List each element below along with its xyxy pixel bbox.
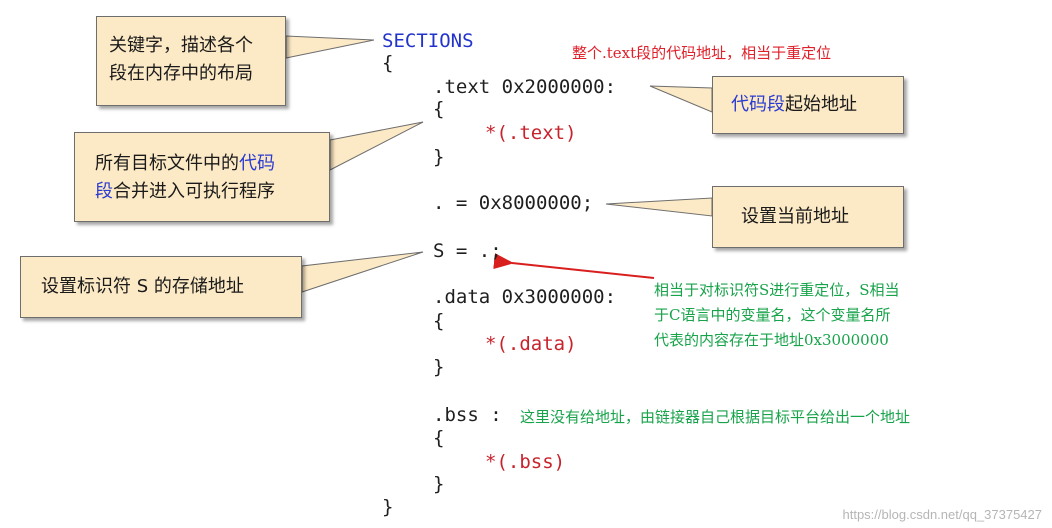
data-section-body: *(.data) [485,333,577,355]
sections-keyword: SECTIONS [382,30,474,52]
merge-callout: 所有目标文件中的代码 段合并进入可执行程序 [74,132,330,222]
set-symbol-pointer [301,251,424,293]
text-open-brace: { [433,98,445,120]
code-start-highlight: 代码段 [731,94,785,115]
code-start-pointer [649,85,713,113]
keyword-callout-line2: 段在内存中的布局 [109,63,253,84]
location-assignment: . = 0x8000000; [433,192,594,214]
bss-note: 这里没有给地址，由链接器自己根据目标平台给出一个地址 [520,408,911,426]
watermark: https://blog.csdn.net/qq_37375427 [842,507,1043,522]
keyword-callout-line1: 关键字，描述各个 [109,35,253,56]
set-current-text: 设置当前地址 [741,206,849,227]
close-brace: } [382,496,394,518]
code-start-text: 起始地址 [785,94,857,115]
merge-callout-line1: 所有目标文件中的代码 [95,153,275,174]
symbol-note-line2: 于C语言中的变量名，这个变量名所 [654,306,891,324]
bss-open-brace: { [433,427,445,449]
open-brace: { [382,52,394,74]
text-section-body: *(.text) [485,122,577,144]
bss-section-header: .bss : [433,404,502,426]
symbol-assignment: S = .; [433,240,502,262]
set-current-pointer [605,197,713,217]
symbol-arrow [493,253,655,279]
text-section-header: .text 0x2000000: [433,76,617,98]
symbol-note-line3: 代表的内容存在于地址0x3000000 [654,331,889,349]
bss-section-body: *(.bss) [485,451,566,473]
merge-pointer [329,121,424,171]
data-open-brace: { [433,310,445,332]
set-symbol-callout: 设置标识符 S 的存储地址 [20,256,302,318]
set-current-callout: 设置当前地址 [712,186,904,248]
text-relocate-note: 整个.text段的代码地址，相当于重定位 [572,44,832,62]
merge-callout-line2: 段合并进入可执行程序 [95,181,275,202]
bss-close-brace: } [433,473,445,495]
text-close-brace: } [433,146,445,168]
symbol-note-line1: 相当于对标识符S进行重定位，S相当 [654,281,900,299]
code-start-callout: 代码段起始地址 [712,76,904,134]
data-section-header: .data 0x3000000: [433,286,617,308]
keyword-pointer [285,35,375,59]
keyword-callout: 关键字，描述各个 段在内存中的布局 [96,16,286,106]
data-close-brace: } [433,356,445,378]
set-symbol-text: 设置标识符 S 的存储地址 [41,276,244,297]
